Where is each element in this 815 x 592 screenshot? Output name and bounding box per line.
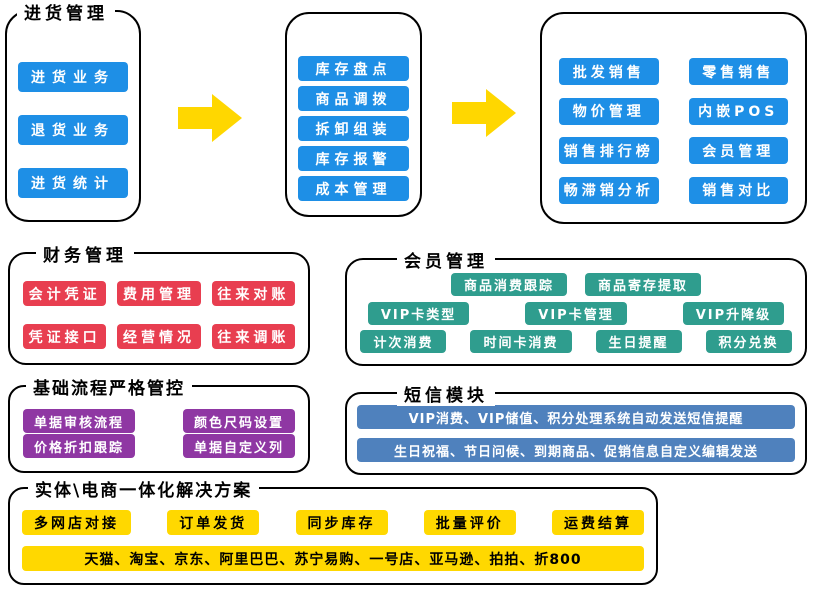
node-sync-inventory: 同步库存 <box>295 510 388 535</box>
node-stock-alert: 库存报警 <box>298 146 409 171</box>
node-custom-document-columns: 单据自定义列 <box>183 434 295 458</box>
node-embedded-pos: 内嵌POS <box>688 97 788 125</box>
node-price-discount-tracking: 价格折扣跟踪 <box>23 434 135 458</box>
finance-panel-title: 财务管理 <box>36 241 134 266</box>
node-purchase-statistics: 进货统计 <box>18 168 128 198</box>
member-row-2: VIP卡类型 VIP卡管理 VIP升降级 <box>359 301 793 325</box>
flow-arrow-right-icon <box>452 89 516 137</box>
node-document-audit-flow: 单据审核流程 <box>23 409 135 433</box>
node-accounting-voucher: 会计凭证 <box>23 281 107 306</box>
node-voucher-interface: 凭证接口 <box>23 324 107 349</box>
node-time-card-consumption: 时间卡消费 <box>470 330 572 353</box>
node-goods-transfer: 商品调拨 <box>298 86 409 111</box>
member-panel: 会员管理 商品消费跟踪 商品寄存提取 VIP卡类型 VIP卡管理 VIP升降级 … <box>345 247 807 366</box>
node-count-based-consumption: 计次消费 <box>360 330 447 353</box>
node-wholesale-sales: 批发销售 <box>559 58 659 85</box>
node-price-management: 物价管理 <box>559 97 659 125</box>
purchase-panel: 进货管理 进货业务 退货业务 进货统计 <box>5 0 141 222</box>
node-retail-sales: 零售销售 <box>688 58 788 85</box>
node-points-exchange: 积分兑换 <box>705 330 792 353</box>
node-expense-management: 费用管理 <box>117 281 201 306</box>
arrow-head <box>212 94 242 142</box>
node-vip-card-type: VIP卡类型 <box>367 301 470 325</box>
node-cost-management: 成本管理 <box>298 176 409 201</box>
sms-panel: 短信模块 VIP消费、VIP储值、积分处理系统自动发送短信提醒 生日祝福、节日问… <box>345 381 807 475</box>
node-birthday-reminder: 生日提醒 <box>595 330 682 353</box>
node-freight-settlement: 运费结算 <box>552 510 644 535</box>
node-sales-trend-analysis: 畅滞销分析 <box>559 176 659 204</box>
node-batch-review: 批量评价 <box>423 510 516 535</box>
process-panel-title: 基础流程严格管控 <box>26 374 192 399</box>
node-member-management: 会员管理 <box>688 137 788 165</box>
node-vip-card-management: VIP卡管理 <box>525 301 627 325</box>
node-account-reconciliation: 往来对账 <box>211 281 295 306</box>
sms-auto-notification-bar: VIP消费、VIP储值、积分处理系统自动发送短信提醒 <box>357 405 795 429</box>
ecommerce-panel-title: 实体\电商一体化解决方案 <box>28 476 260 501</box>
node-order-shipping: 订单发货 <box>167 510 260 535</box>
node-disassembly-assembly: 拆卸组装 <box>298 116 409 141</box>
node-goods-deposit-pickup: 商品寄存提取 <box>585 273 702 296</box>
node-color-size-setting: 颜色尺码设置 <box>183 409 295 433</box>
sms-custom-message-bar: 生日祝福、节日问候、到期商品、促销信息自定义编辑发送 <box>357 438 795 462</box>
node-consumption-tracking: 商品消费跟踪 <box>450 273 567 296</box>
inventory-panel: 库存盘点 商品调拨 拆卸组装 库存报警 成本管理 <box>285 12 422 217</box>
node-sales-ranking: 销售排行榜 <box>559 137 659 165</box>
node-account-adjustment: 往来调账 <box>211 324 295 349</box>
member-row-1: 商品消费跟踪 商品寄存提取 <box>359 273 793 296</box>
ecommerce-platforms-bar: 天猫、淘宝、京东、阿里巴巴、苏宁易购、一号店、亚马逊、拍拍、折800 <box>22 546 644 571</box>
ecommerce-feature-row: 多网店对接 订单发货 同步库存 批量评价 运费结算 <box>22 510 644 535</box>
arrow-head <box>486 89 516 137</box>
member-panel-title: 会员管理 <box>397 247 495 272</box>
node-operating-status: 经营情况 <box>117 324 201 349</box>
node-return-business: 退货业务 <box>18 115 128 145</box>
arrow-shaft <box>452 102 486 124</box>
node-multi-store-connection: 多网店对接 <box>22 510 131 535</box>
node-purchase-business: 进货业务 <box>18 62 128 92</box>
process-control-panel: 基础流程严格管控 单据审核流程 颜色尺码设置 价格折扣跟踪 单据自定义列 <box>8 374 310 473</box>
node-vip-upgrade-downgrade: VIP升降级 <box>682 301 785 325</box>
node-stock-taking: 库存盘点 <box>298 56 409 81</box>
finance-panel: 财务管理 会计凭证 费用管理 往来对账 凭证接口 经营情况 往来调账 <box>8 241 310 365</box>
ecommerce-panel: 实体\电商一体化解决方案 多网店对接 订单发货 同步库存 批量评价 运费结算 天… <box>8 476 658 585</box>
sms-panel-title: 短信模块 <box>397 381 495 406</box>
node-sales-comparison: 销售对比 <box>688 176 788 204</box>
purchase-panel-title: 进货管理 <box>17 0 115 24</box>
sales-panel: 批发销售 零售销售 物价管理 内嵌POS 销售排行榜 会员管理 畅滞销分析 销售… <box>540 12 807 224</box>
flow-arrow-right-icon <box>178 94 242 142</box>
arrow-shaft <box>178 107 212 129</box>
member-row-3: 计次消费 时间卡消费 生日提醒 积分兑换 <box>359 330 793 353</box>
